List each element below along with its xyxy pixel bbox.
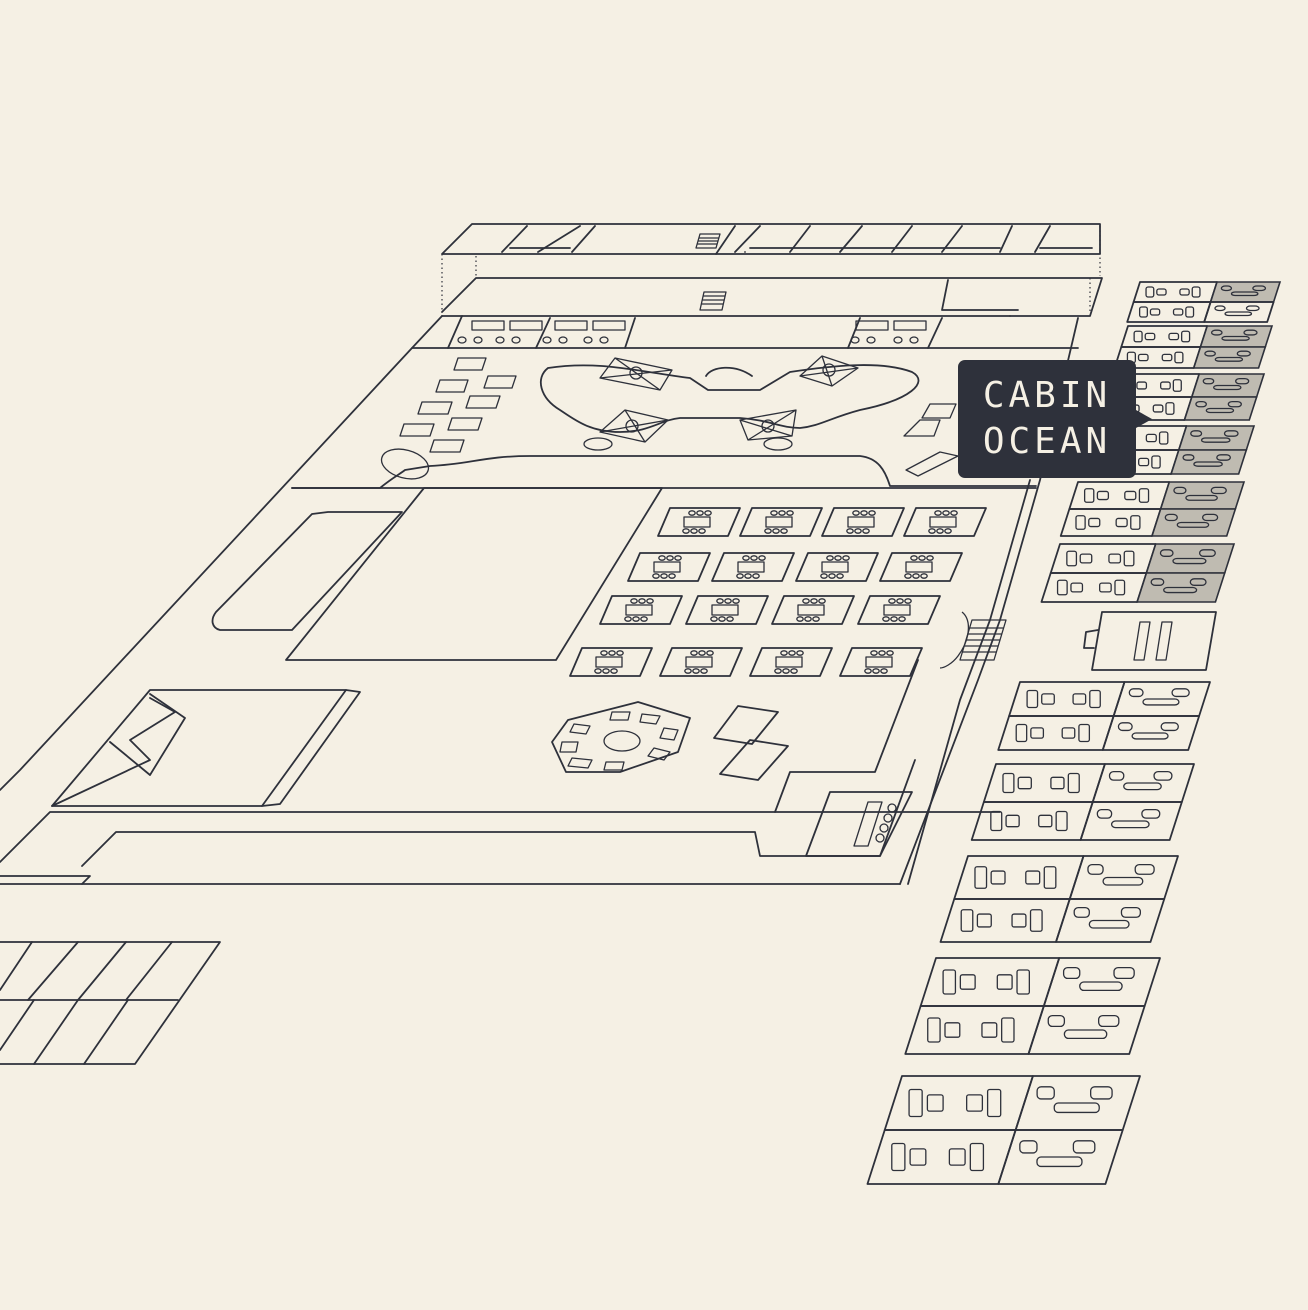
dining-table-icon bbox=[599, 595, 683, 625]
dining-table-icon bbox=[659, 647, 743, 677]
dining-table-icon bbox=[657, 507, 741, 537]
dining-table-icon bbox=[857, 595, 941, 625]
cabin-icon bbox=[982, 763, 1106, 803]
cabin-block bbox=[970, 763, 1195, 841]
cabin-block bbox=[904, 957, 1161, 1055]
dining-table-icon bbox=[821, 507, 905, 537]
central-halls bbox=[51, 487, 663, 807]
pool-lounge-area bbox=[291, 355, 1037, 489]
cabin-icon bbox=[997, 1129, 1124, 1185]
dining-table-icon bbox=[627, 552, 711, 582]
cabin-icon bbox=[866, 1129, 1017, 1185]
cabin-icon bbox=[1055, 898, 1166, 943]
service-room bbox=[805, 791, 913, 857]
dining-table-icon bbox=[839, 647, 923, 677]
cabin-block bbox=[1113, 325, 1274, 369]
cabin-block bbox=[997, 681, 1211, 751]
cabin-icon bbox=[939, 898, 1071, 943]
cabin-blocks bbox=[866, 281, 1282, 1185]
side-stair bbox=[939, 611, 1007, 669]
cabin-icon bbox=[1203, 301, 1275, 323]
cabin-block bbox=[1104, 373, 1266, 421]
dining-table-icon bbox=[795, 552, 879, 582]
cabin-icon bbox=[1027, 1005, 1146, 1055]
cabin-block bbox=[1059, 481, 1246, 537]
cabin-icon bbox=[1008, 681, 1126, 717]
cabin-block bbox=[1126, 281, 1282, 323]
cabin-icon bbox=[970, 801, 1094, 841]
dining-tables bbox=[569, 507, 987, 677]
stair-icon bbox=[699, 291, 727, 311]
dining-table-icon bbox=[879, 552, 963, 582]
cabin-icon bbox=[1101, 715, 1201, 751]
suite-block bbox=[1083, 611, 1217, 671]
dining-table-icon bbox=[749, 647, 833, 677]
label-line-1: CABIN bbox=[982, 375, 1112, 416]
stair-icon bbox=[695, 233, 721, 249]
cabin-icon bbox=[904, 1005, 1045, 1055]
lower-deck-grid bbox=[0, 941, 221, 1065]
cabin-block bbox=[1087, 425, 1256, 475]
dining-table-icon bbox=[739, 507, 823, 537]
forward-cabins bbox=[447, 315, 943, 349]
cabin-icon bbox=[883, 1075, 1034, 1131]
lounge-chair-icon bbox=[399, 357, 517, 453]
cabin-block bbox=[939, 855, 1179, 943]
cabin-block bbox=[1040, 543, 1236, 603]
dining-table-icon bbox=[711, 552, 795, 582]
dining-table-icon bbox=[771, 595, 855, 625]
cabin-icon bbox=[997, 715, 1115, 751]
dining-table-icon bbox=[569, 647, 653, 677]
cabin-block bbox=[866, 1075, 1141, 1185]
label-line-2: OCEAN bbox=[982, 421, 1112, 462]
cabin-ocean-label[interactable]: CABIN OCEAN bbox=[958, 360, 1152, 478]
cabin-icon bbox=[919, 957, 1061, 1007]
dining-table-icon bbox=[685, 595, 769, 625]
octagon-lounge bbox=[551, 701, 789, 781]
dining-table-icon bbox=[903, 507, 987, 537]
cabin-icon bbox=[953, 855, 1085, 900]
upper-deck-band bbox=[441, 223, 1101, 312]
cabin-icon bbox=[1079, 801, 1183, 841]
